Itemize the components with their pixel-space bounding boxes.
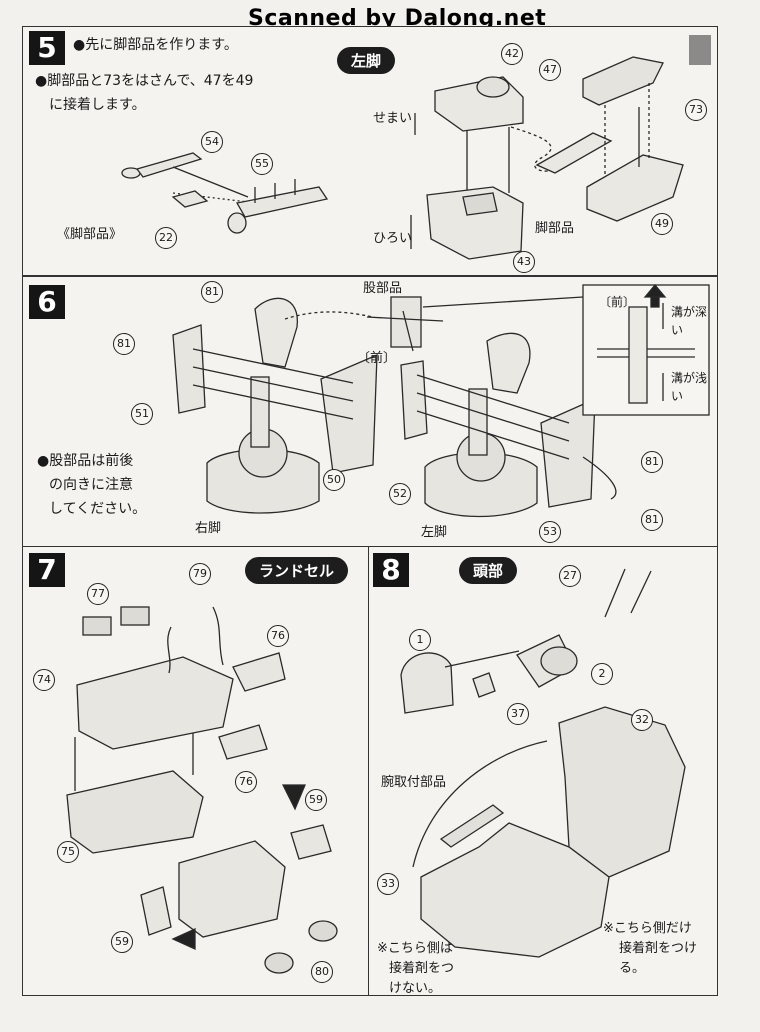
part-number: 80	[311, 961, 333, 983]
step-note: ●脚部品と73をはさんで、47を49	[35, 73, 254, 89]
part-number: 81	[201, 281, 223, 303]
note-a: 接着剤をつ	[389, 961, 455, 976]
note-a: ※こちら側は	[377, 941, 453, 956]
part-number: 55	[251, 153, 273, 175]
part-number: 37	[507, 703, 529, 725]
label-front: 〔前〕	[357, 351, 397, 366]
part-number: 42	[501, 43, 523, 65]
part-number: 59	[305, 789, 327, 811]
label-narrow: せまい	[373, 111, 413, 126]
step-note: に接着します。	[49, 97, 146, 113]
next-step-chip	[689, 35, 711, 65]
part-number: 81	[113, 333, 135, 355]
step-number: 8	[373, 553, 409, 587]
part-number: 73	[685, 99, 707, 121]
step-7-panel: 7 ランドセル 77 79 76 74 76 75 59 59 80	[22, 546, 370, 996]
part-number: 79	[189, 563, 211, 585]
label-groove-shallow: 溝が浅い	[671, 371, 708, 403]
step-note: ●先に脚部品を作ります。	[73, 37, 238, 53]
part-number: 77	[87, 583, 109, 605]
label-leg-part: 脚部品	[535, 221, 575, 236]
part-number: 54	[201, 131, 223, 153]
step-title: 頭部	[459, 557, 518, 584]
part-number: 22	[155, 227, 177, 249]
part-number: 1	[409, 629, 431, 651]
part-number: 76	[235, 771, 257, 793]
part-number: 50	[323, 469, 345, 491]
step-7-diagram	[66, 606, 338, 974]
part-number: 27	[559, 565, 581, 587]
part-number: 76	[267, 625, 289, 647]
part-number: 2	[591, 663, 613, 685]
label-left-leg: 左脚	[421, 525, 448, 540]
part-number: 81	[641, 509, 663, 531]
step-8-panel: 8 頭部 腕取付部品 ※こちら側は 接着剤をつ けない。 ※こちら側だけ 接着剤…	[368, 546, 718, 996]
part-number: 32	[631, 709, 653, 731]
label-inset-front: 〔前〕	[599, 295, 636, 309]
part-number: 47	[539, 59, 561, 81]
part-number: 53	[539, 521, 561, 543]
label-wide: ひろい	[373, 231, 413, 246]
step-note: ●股部品は前後	[37, 453, 134, 469]
part-number: 59	[111, 931, 133, 953]
step-number: 7	[29, 553, 65, 587]
part-number: 81	[641, 451, 663, 473]
label-thigh-part: 股部品	[363, 281, 403, 296]
step-8-diagram	[400, 568, 686, 958]
label-groove-deep: 溝が深い	[671, 305, 708, 337]
step-title: ランドセル	[245, 557, 349, 584]
step-number: 5	[29, 31, 65, 65]
step-number: 6	[29, 285, 65, 319]
note-b: ※こちら側だけ	[603, 921, 692, 936]
part-number: 43	[513, 251, 535, 273]
part-number: 74	[33, 669, 55, 691]
step-note: してください。	[49, 501, 147, 517]
step-6-diagram	[172, 283, 710, 518]
note-b: 接着剤をつけ	[619, 941, 698, 956]
label-right-leg: 右脚	[195, 521, 222, 536]
part-number: 51	[131, 403, 153, 425]
part-number: 33	[377, 873, 399, 895]
label-leg-part-sub: 《脚部品》	[57, 227, 123, 242]
step-6-panel: 6 股部品 〔前〕 右脚 左	[22, 276, 718, 548]
step-5-diagram	[121, 56, 684, 260]
note-a: けない。	[389, 981, 442, 996]
part-number: 52	[389, 483, 411, 505]
step-note: の向きに注意	[49, 477, 133, 493]
label-arm-part: 腕取付部品	[381, 775, 447, 790]
step-5-panel: 5 ●先に脚部品を作ります。 ●脚部品と73をはさんで、47を49 に接着します…	[22, 26, 718, 276]
part-number: 75	[57, 841, 79, 863]
step-title: 左脚	[337, 47, 396, 74]
part-number: 49	[651, 213, 673, 235]
note-b: る。	[619, 961, 646, 976]
